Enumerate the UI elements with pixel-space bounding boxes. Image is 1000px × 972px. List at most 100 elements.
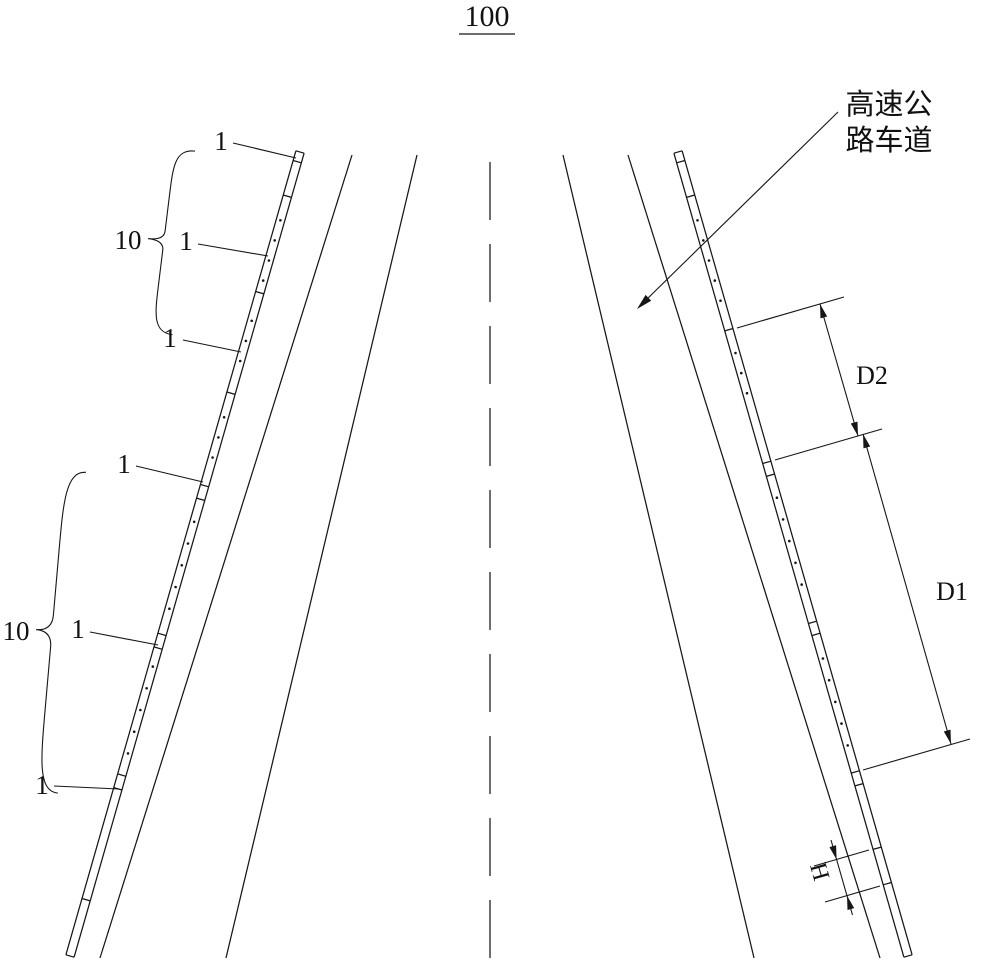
leader-lower-b xyxy=(89,631,159,646)
guardrail-line xyxy=(854,782,864,787)
guardrail-line xyxy=(255,290,265,295)
guardrail-post-dot xyxy=(145,687,148,690)
upper-group-brace xyxy=(147,150,196,336)
dimension-d2: D2 xyxy=(736,296,888,461)
d2-extension-line-top xyxy=(736,296,845,329)
guardrail-line xyxy=(883,881,892,886)
left-lower-label-group: 1 1 1 10 xyxy=(3,449,204,800)
d2-extension-line-bottom xyxy=(774,428,883,461)
guardrail-post-dot xyxy=(250,319,253,323)
leader-upper-b xyxy=(197,243,269,257)
ref-label-10-upper: 10 xyxy=(115,225,142,255)
ref-label-10-lower: 10 xyxy=(3,616,30,646)
guardrail-line xyxy=(226,391,236,395)
guardrail-post-dot xyxy=(217,436,220,439)
h-extension-line-top xyxy=(813,849,870,867)
leader-lower-a xyxy=(135,465,204,483)
guardrail-line xyxy=(686,194,695,199)
guardrail-line xyxy=(65,954,75,958)
guardrail-line xyxy=(903,954,913,958)
ref-label-1-upper-b: 1 xyxy=(179,226,193,256)
guardrail-post-dot xyxy=(740,371,743,375)
guardrail-line xyxy=(65,150,297,955)
dim-label-d1: D1 xyxy=(936,577,968,606)
guardrail-post-dot xyxy=(745,391,749,395)
guardrail-line xyxy=(673,153,905,958)
guardrail-post-dot xyxy=(168,607,171,610)
guardrail-line xyxy=(73,153,305,958)
guardrail-line xyxy=(117,773,127,777)
guardrail-post-dot xyxy=(827,678,831,682)
d1-dimension-line xyxy=(862,433,952,745)
guardrail-post-dot xyxy=(788,539,791,543)
guardrail-post-dot xyxy=(775,496,779,500)
leader-lower-c xyxy=(53,785,120,790)
guardrail-post-dot xyxy=(139,708,142,712)
h-extension-line-bottom xyxy=(824,885,881,903)
guardrail-line xyxy=(724,327,734,332)
guardrail-post-dot xyxy=(132,730,136,733)
guardrail-line xyxy=(766,473,775,478)
d1-arrowhead-bottom-icon xyxy=(943,729,951,744)
left-lane-line-inner xyxy=(225,154,418,959)
dimension-d1: D1 xyxy=(862,433,971,771)
h-arrowhead-bottom-icon xyxy=(847,895,855,910)
guardrail-line xyxy=(283,194,292,199)
lower-group-brace xyxy=(36,471,87,794)
guardrail-post-dot xyxy=(180,564,184,567)
guardrail-post-dot xyxy=(702,239,705,242)
guardrail-post-dot xyxy=(261,279,265,282)
ref-label-1-lower-c: 1 xyxy=(35,770,49,800)
guardrail-line xyxy=(811,632,821,637)
ref-label-1-upper-a: 1 xyxy=(214,126,228,156)
left-guardrail xyxy=(65,150,305,958)
right-lane-line-outer xyxy=(627,154,881,959)
guardrail-line xyxy=(673,150,683,154)
guardrail-post-dot xyxy=(707,259,711,262)
guardrail-line xyxy=(292,159,302,164)
road-annotation: 高速公 路车道 xyxy=(637,87,933,309)
d1-extension-line-bottom xyxy=(862,738,971,771)
d2-arrowhead-bottom-icon xyxy=(850,421,858,436)
figure-number: 100 xyxy=(465,0,510,33)
guardrail-line xyxy=(676,159,686,164)
guardrail-post-dot xyxy=(192,520,196,524)
d2-dimension-line xyxy=(819,303,859,437)
guardrail-post-dot xyxy=(734,351,737,355)
guardrail-post-dot xyxy=(186,542,190,545)
guardrail-post-dot xyxy=(696,219,699,222)
guardrail-post-dot xyxy=(244,339,248,343)
annotation-leader-line xyxy=(644,111,839,302)
road-annotation-line1: 高速公 xyxy=(845,87,932,121)
guardrail-line xyxy=(295,150,305,154)
guardrail-post-dot xyxy=(267,259,271,262)
guardrail-post-dot xyxy=(273,239,277,242)
guardrail-line xyxy=(681,150,913,955)
guardrail-post-dot xyxy=(800,583,803,586)
dim-label-h: H xyxy=(804,860,834,884)
h-arrowhead-top-icon xyxy=(829,845,837,860)
right-guardrail xyxy=(673,150,913,958)
guardrail-post-dot xyxy=(840,722,843,725)
guardrail-post-dot xyxy=(834,700,837,704)
left-upper-label-group: 1 1 1 10 xyxy=(115,126,297,353)
left-lane-line-outer xyxy=(99,154,353,959)
road-annotation-line2: 路车道 xyxy=(845,123,932,157)
dimension-h: H xyxy=(804,839,881,916)
guardrail-line xyxy=(157,632,167,637)
guardrail-line xyxy=(808,620,817,625)
guardrail-line xyxy=(81,897,91,902)
guardrail-post-dot xyxy=(151,665,155,668)
guardrail-line xyxy=(851,770,860,774)
ref-label-1-lower-b: 1 xyxy=(71,614,85,644)
guardrail-line xyxy=(872,846,882,851)
guardrail-line xyxy=(762,460,772,465)
guardrail-post-dot xyxy=(222,416,226,419)
guardrail-post-dot xyxy=(279,219,282,222)
dim-label-d2: D2 xyxy=(856,361,888,390)
guardrail-line xyxy=(200,483,209,488)
annotation-arrowhead-icon xyxy=(637,294,652,309)
d1-arrowhead-top-icon xyxy=(863,434,871,449)
